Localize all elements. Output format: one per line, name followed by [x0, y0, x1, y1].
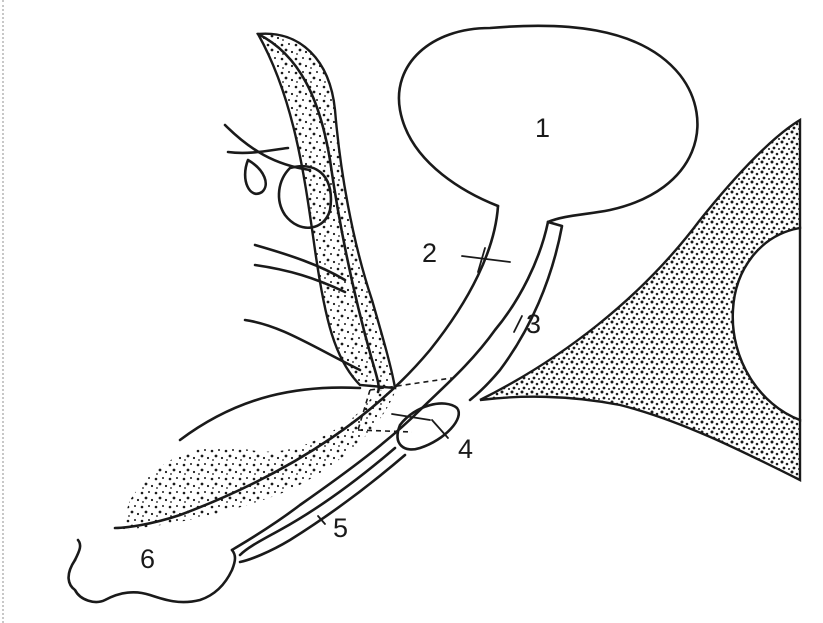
label-1: 1 — [535, 113, 550, 143]
left-bone-wall — [258, 34, 395, 388]
lower-left-bone-floor — [120, 390, 395, 530]
label-6: 6 — [140, 544, 155, 574]
fold-structure-4 — [398, 403, 459, 449]
label-4: 4 — [458, 434, 473, 464]
label-3: 3 — [526, 309, 541, 339]
label-2: 2 — [422, 238, 437, 268]
label-5: 5 — [333, 513, 348, 543]
opening-6-edge — [75, 540, 80, 560]
